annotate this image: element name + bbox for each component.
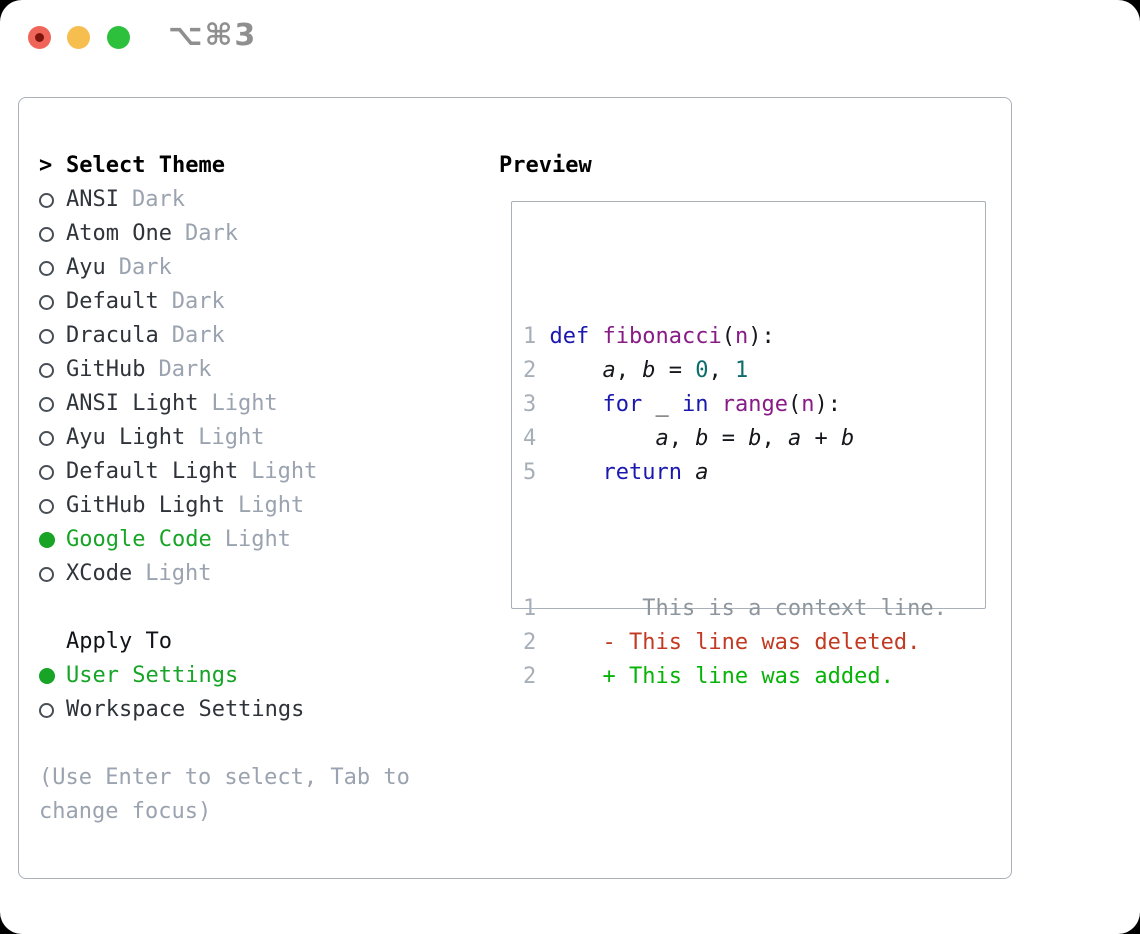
- theme-option[interactable]: GitHub Dark: [39, 353, 410, 387]
- keyboard-hint: (Use Enter to select, Tab to change focus…: [39, 761, 410, 829]
- line-number: 2: [523, 358, 537, 383]
- apply-to-title: Apply To: [66, 629, 172, 654]
- radio-icon: [39, 328, 66, 344]
- minimize-button[interactable]: [67, 26, 90, 49]
- theme-option[interactable]: Ayu Light Light: [39, 421, 410, 455]
- radio-selected-icon: [39, 668, 66, 684]
- titlebar: ⌥⌘3: [0, 0, 1140, 70]
- option-variant-label: Dark: [171, 289, 225, 314]
- option-label: Atom One: [66, 221, 172, 246]
- select-theme-title: Select Theme: [66, 153, 225, 178]
- option-label: Ayu: [66, 255, 106, 280]
- option-label: Google Code: [66, 527, 212, 552]
- option-variant-label: Dark: [158, 357, 212, 382]
- option-variant-label: Dark: [118, 255, 172, 280]
- option-label: Default Light: [66, 459, 239, 484]
- apply-to-header: Apply To: [39, 625, 410, 659]
- zoom-button[interactable]: [107, 26, 130, 49]
- option-label: GitHub: [66, 357, 146, 382]
- syntax-preview-lines: 1 def fibonacci(n): 2 a, b = 0, 1 3 for _ …: [523, 320, 947, 490]
- radio-icon: [39, 260, 66, 276]
- code-line: 4 a, b = b, a + b: [523, 426, 855, 451]
- radio-icon: [39, 192, 66, 208]
- option-variant-label: Dark: [171, 323, 225, 348]
- option-label: GitHub Light: [66, 493, 225, 518]
- option-label: ANSI Light: [66, 391, 199, 416]
- option-variant-label: Light: [251, 459, 318, 484]
- option-label: Ayu Light: [66, 425, 186, 450]
- apply-to-option[interactable]: Workspace Settings: [39, 693, 410, 727]
- option-variant-label: Light: [198, 425, 265, 450]
- radio-icon: [39, 566, 66, 582]
- preview-box: 1 def fibonacci(n): 2 a, b = 0, 1 3 for _ …: [511, 201, 986, 689]
- radio-icon: [39, 294, 66, 310]
- radio-icon: [39, 498, 66, 514]
- apply-to-option[interactable]: User Settings: [39, 659, 410, 693]
- theme-option[interactable]: ANSI Light Light: [39, 387, 410, 421]
- radio-icon: [39, 226, 66, 242]
- line-number: 5: [523, 460, 537, 485]
- option-label: Workspace Settings: [66, 697, 305, 722]
- line-number: 1: [523, 596, 537, 621]
- preview-title: Preview: [499, 153, 592, 178]
- theme-option[interactable]: Ayu Dark: [39, 251, 410, 285]
- theme-option[interactable]: Atom One Dark: [39, 217, 410, 251]
- option-variant-label: Light: [237, 493, 305, 518]
- line-number: 2: [523, 664, 537, 689]
- theme-option[interactable]: GitHub Light Light: [39, 489, 410, 523]
- option-variant-label: Dark: [184, 221, 238, 246]
- spacer: [39, 591, 410, 625]
- line-number: 4: [523, 426, 537, 451]
- option-variant-label: Light: [145, 561, 212, 586]
- hint-line: change focus): [39, 799, 212, 824]
- code-preview: 1 def fibonacci(n): 2 a, b = 0, 1 3 for _ …: [523, 252, 947, 762]
- option-variant-label: Light: [224, 527, 291, 552]
- option-label: XCode: [66, 561, 133, 586]
- theme-option[interactable]: Default Dark: [39, 285, 410, 319]
- line-number: 1: [523, 324, 537, 349]
- line-number: 2: [523, 630, 537, 655]
- code-line: 1 def fibonacci(n):: [523, 324, 775, 349]
- spacer: [39, 727, 410, 761]
- radio-selected-icon: [39, 532, 66, 548]
- focus-chevron-icon: >: [39, 153, 53, 178]
- theme-option[interactable]: ANSI Dark: [39, 183, 410, 217]
- select-theme-header: > Select Theme: [39, 149, 410, 183]
- theme-option[interactable]: Google Code Light: [39, 523, 410, 557]
- option-label: Dracula: [66, 323, 159, 348]
- line-number: 3: [523, 392, 537, 417]
- code-line: 5 return a: [523, 460, 709, 485]
- option-label: ANSI: [66, 187, 119, 212]
- code-line: 2 a, b = 0, 1: [523, 358, 749, 383]
- code-line: 2 - This line was deleted.: [523, 630, 921, 655]
- option-variant-label: Dark: [131, 187, 185, 212]
- close-button[interactable]: [28, 26, 51, 49]
- theme-option[interactable]: Default Light Light: [39, 455, 410, 489]
- radio-icon: [39, 702, 66, 718]
- radio-icon: [39, 362, 66, 378]
- theme-option[interactable]: XCode Light: [39, 557, 410, 591]
- option-label: User Settings: [66, 663, 239, 688]
- radio-icon: [39, 464, 66, 480]
- code-line: 2 + This line was added.: [523, 664, 894, 689]
- diff-preview-lines: 1 This is a context line. 2 - This line w…: [523, 592, 947, 694]
- hint-line: (Use Enter to select, Tab to: [39, 765, 410, 790]
- theme-option[interactable]: Dracula Dark: [39, 319, 410, 353]
- window-shortcut-label: ⌥⌘3: [168, 18, 258, 53]
- radio-icon: [39, 430, 66, 446]
- option-label: Default: [66, 289, 159, 314]
- option-variant-label: Light: [211, 391, 278, 416]
- code-line: 1 This is a context line.: [523, 596, 947, 621]
- radio-icon: [39, 396, 66, 412]
- code-line: 3 for _ in range(n):: [523, 392, 841, 417]
